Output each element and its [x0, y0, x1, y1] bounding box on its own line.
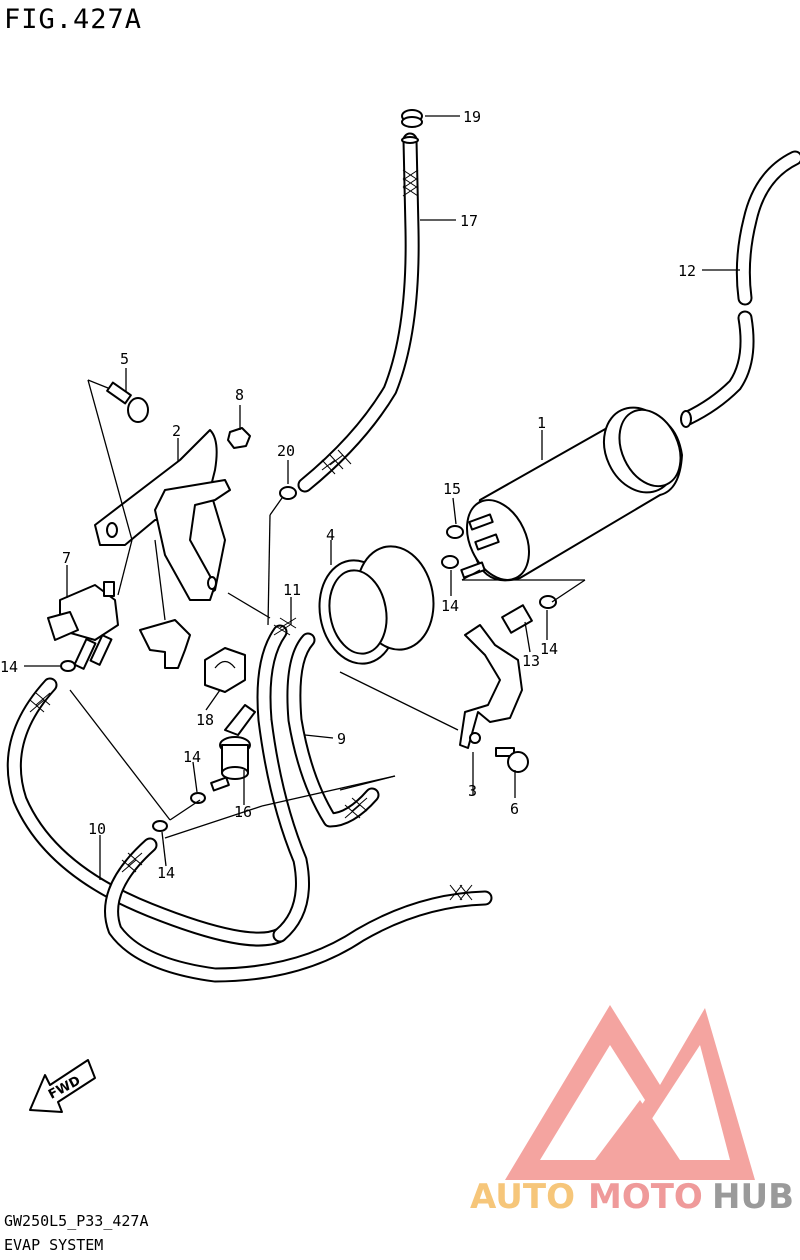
leader-lines [24, 115, 740, 880]
callout-4: 4 [326, 526, 335, 544]
footer-model-code: GW250L5_P33_427A [4, 1212, 149, 1230]
callout-10: 10 [88, 820, 106, 838]
callout-3: 3 [468, 782, 477, 800]
callout-14b: 14 [183, 748, 201, 766]
fwd-arrow: FWD [29, 1059, 96, 1113]
watermark-logo: AUTO MOTO HUB [470, 1005, 794, 1217]
callout-5: 5 [120, 350, 129, 368]
callout-6: 6 [510, 800, 519, 818]
watermark-moto: MOTO [588, 1177, 703, 1217]
clamp-drawings [60, 486, 557, 832]
cap-18-drawing [204, 647, 246, 693]
callout-2: 2 [172, 422, 181, 440]
band-4-drawing [318, 545, 435, 665]
hose-13-drawing [501, 604, 533, 634]
callout-14c: 14 [157, 864, 175, 882]
bolt-5-drawing [106, 381, 149, 423]
callout-20: 20 [277, 442, 295, 460]
nut-8-drawing [227, 427, 251, 449]
callout-14a: 14 [0, 658, 18, 676]
hose-10-drawing [6, 677, 493, 983]
callout-18: 18 [196, 711, 214, 729]
callouts: 1 2 3 4 5 6 7 8 9 10 11 12 13 14 14 14 1… [0, 108, 696, 882]
callout-9: 9 [337, 730, 346, 748]
callout-17: 17 [460, 212, 478, 230]
callout-8: 8 [235, 386, 244, 404]
hose-9-drawing [256, 617, 380, 943]
figure-title: FIG.427A [4, 4, 143, 35]
watermark-hub: HUB [712, 1177, 794, 1217]
watermark-auto: AUTO [470, 1177, 575, 1217]
valve-7-drawing [47, 581, 119, 670]
callout-1: 1 [537, 414, 546, 432]
callout-7: 7 [62, 549, 71, 567]
callout-12: 12 [678, 262, 696, 280]
callout-16: 16 [234, 803, 252, 821]
callout-19: 19 [463, 108, 481, 126]
callout-11: 11 [283, 581, 301, 599]
callout-14d: 14 [441, 597, 459, 615]
callout-15: 15 [443, 480, 461, 498]
bracket-3-drawing [459, 624, 523, 749]
hose-17-drawing [297, 109, 423, 493]
callout-13: 13 [522, 652, 540, 670]
bracket-2-drawing [94, 429, 231, 669]
canister-1-drawing [460, 406, 683, 582]
callout-14e: 14 [540, 640, 558, 658]
hose-12-drawing [680, 150, 800, 428]
bolt-6-drawing [495, 747, 529, 773]
joint-16-drawing [210, 704, 256, 792]
footer-section-name: EVAP SYSTEM [4, 1236, 104, 1254]
